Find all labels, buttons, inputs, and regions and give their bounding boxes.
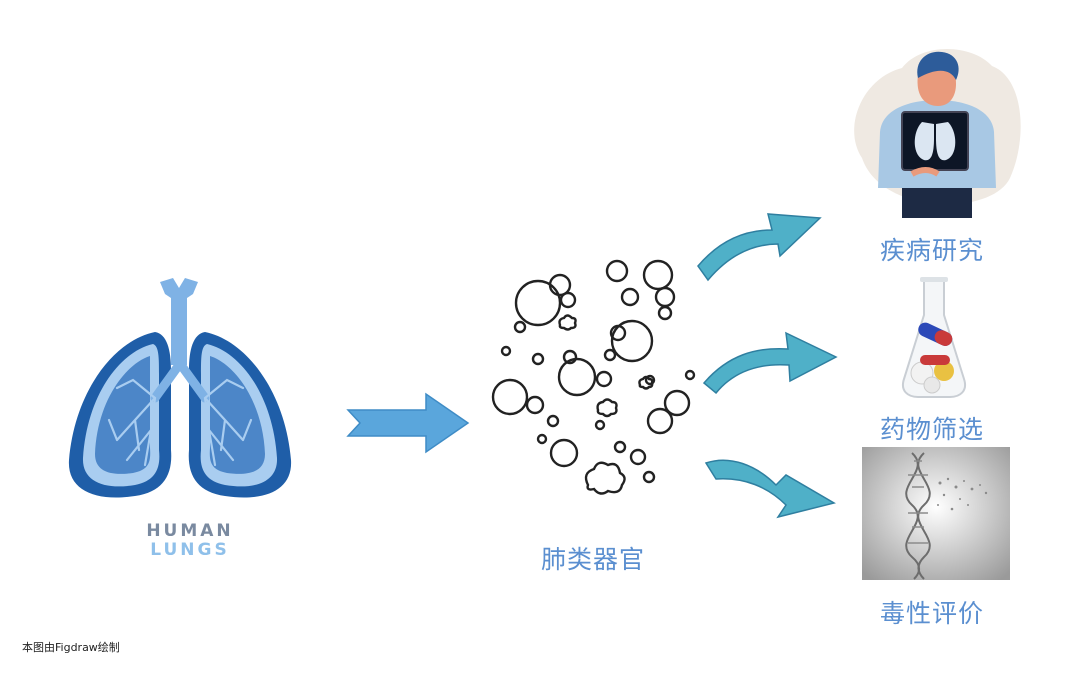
branch-arrow-down	[700, 445, 840, 525]
branch-arrow-middle	[700, 325, 840, 395]
human-lungs-illustration	[55, 270, 325, 520]
disease-research-image	[842, 38, 1027, 218]
output-label-disease-research: 疾病研究	[880, 236, 985, 265]
toxicity-image	[862, 447, 1010, 580]
output-label-drug-screening: 药物筛选	[880, 415, 985, 444]
lungs-title-line1: HUMAN	[146, 521, 234, 541]
figdraw-credit: 本图由Figdraw绘制	[22, 641, 120, 654]
organoid-label: 肺类器官	[541, 545, 646, 574]
flask-pills-icon	[902, 277, 966, 398]
drug-screening-image	[898, 275, 970, 400]
dna-helix-icon	[862, 447, 1010, 580]
curved-arrow-up-icon	[697, 213, 822, 282]
lungs-title-line2: LUNGS	[150, 540, 230, 560]
organoid-bubbles-icon	[491, 259, 696, 495]
organoid-cluster	[480, 255, 710, 515]
patient-xray-icon	[854, 49, 1021, 218]
lungs-icon	[68, 278, 292, 498]
main-arrow	[346, 392, 471, 454]
right-arrow-icon	[346, 392, 470, 454]
output-label-toxicity: 毒性评价	[880, 599, 985, 628]
branch-arrow-up	[694, 200, 824, 285]
curved-arrow-down-icon	[704, 459, 836, 519]
curved-arrow-right-icon	[702, 331, 838, 395]
